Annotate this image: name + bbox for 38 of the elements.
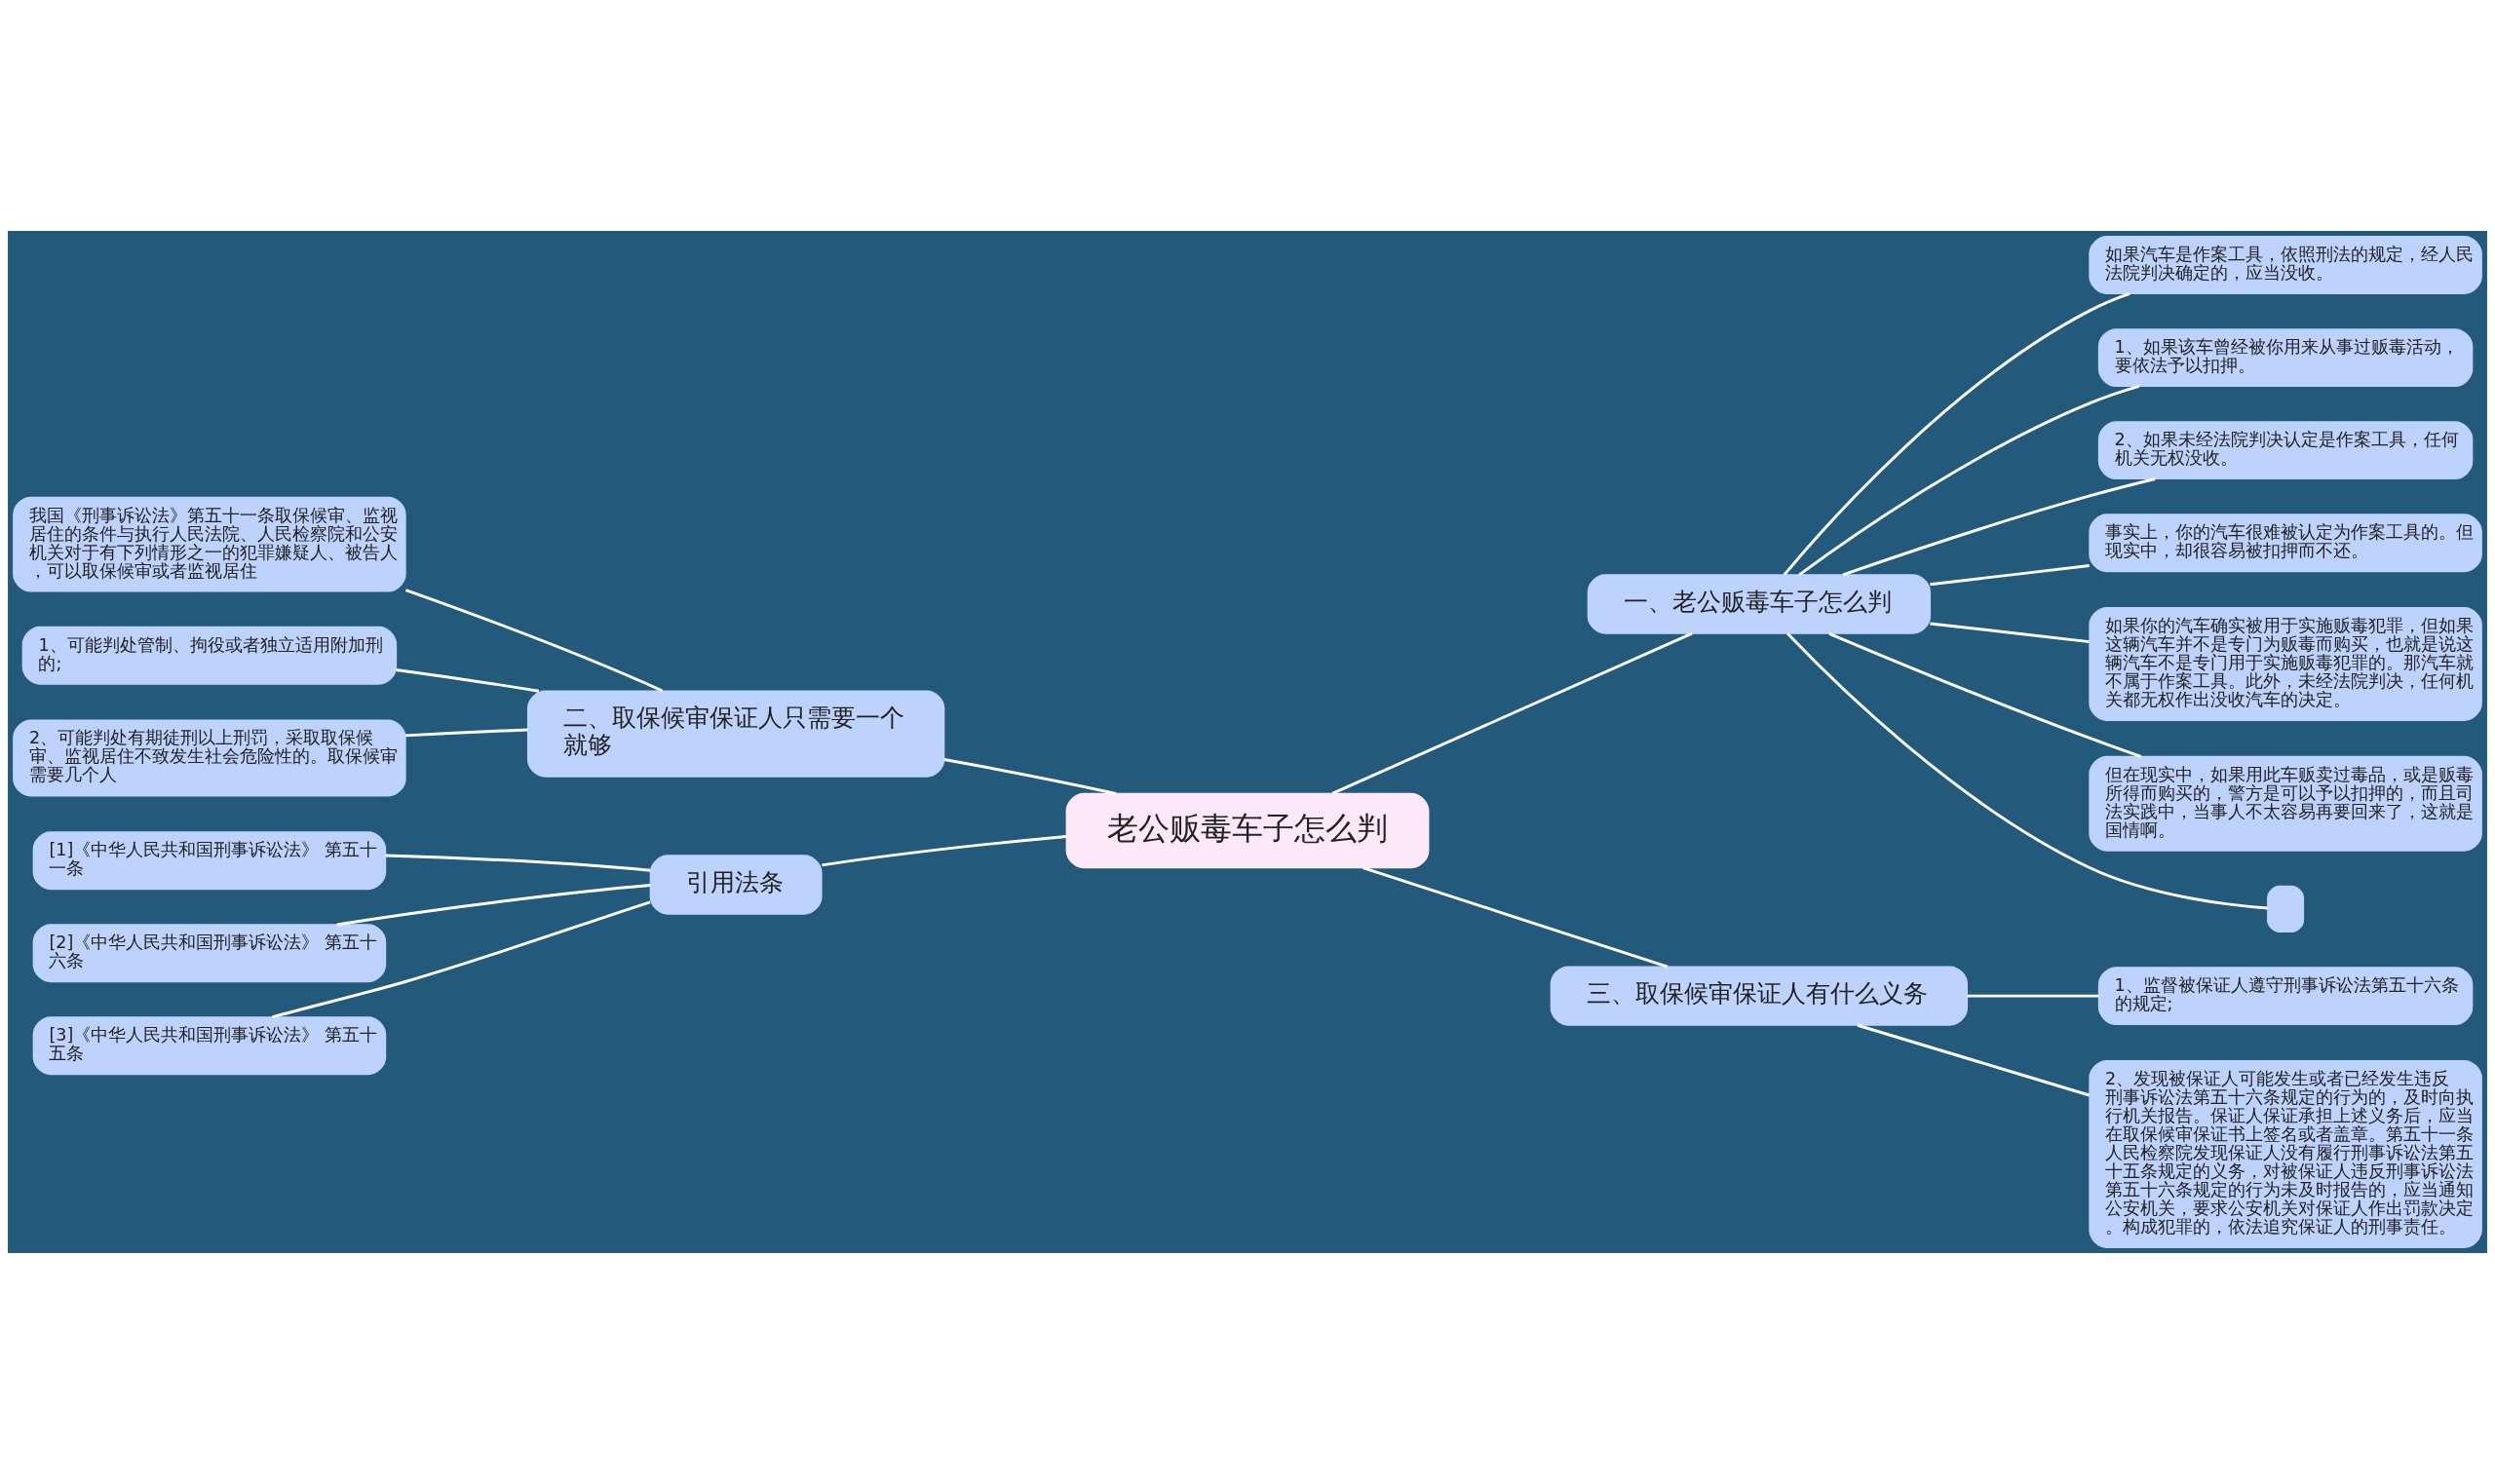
connector xyxy=(385,854,651,872)
node-box: 2、可能判处有期徒刑以上刑罚，采取取保候审、监视居住不致发生社会危险性的。取保候审需要几个人 xyxy=(13,719,406,797)
node-box: 二、取保候审保证人只需要一个就够 xyxy=(526,690,945,778)
node-box: 2、如果未经法院判决认定是作案工具，任何机关无权没收。 xyxy=(2097,421,2474,480)
connector xyxy=(404,589,664,693)
node-box: [2]《中华人民共和国刑事诉讼法》 第五十六条 xyxy=(32,924,387,983)
connector xyxy=(1331,631,1693,795)
node-box: 2、发现被保证人可能发生或者已经发生违反刑事诉讼法第五十六条规定的行为的，及时向执行机关报告。保证人保证承担上述义务后，应当在取保候审保证书上签名或者盖章。第五十一条人民检察院发现保证人没有履行刑事诉讼法第五十五条规定的义务，对被保证人违反刑事诉讼法第五十六条规定的行为未及时报告的，应当通知公安机关，要求公安机关对保证人作出罚款决定。构成犯罪的，依法追究保证人的刑事责任。 xyxy=(2089,1059,2482,1248)
connector xyxy=(1930,564,2090,587)
connector xyxy=(1363,866,1669,969)
connector xyxy=(1857,1023,2091,1097)
connector xyxy=(396,668,540,693)
node-box: 我国《刑事诉讼法》第五十一条取保候审、监视居住的条件与执行人民法院、人民检察院和公安机关对于有下列情形之一的犯罪嫌疑人、被告人，可以取保候审或者监视居住 xyxy=(13,496,406,592)
node-box: 一、老公贩毒车子怎么判 xyxy=(1587,574,1932,634)
connector xyxy=(822,835,1067,867)
node-box: 但在现实中，如果用此车贩卖过毒品，或是贩毒所得而购买的，警方是可以予以扣押的，而且司法实践中，当事人不太容易再要回来了，这就是国情啊。 xyxy=(2089,755,2482,852)
connector xyxy=(1930,622,2090,644)
connector xyxy=(943,758,1117,795)
connector xyxy=(1828,631,2142,758)
node-box: [1]《中华人民共和国刑事诉讼法》 第五十一条 xyxy=(32,831,387,891)
connector xyxy=(404,728,528,738)
node-box: 老公贩毒车子怎么判 xyxy=(1065,792,1430,869)
node-box: 1、可能判处管制、拘役或者独立适用附加刑的; xyxy=(21,626,398,685)
connector xyxy=(336,884,651,927)
node-box: 如果汽车是作案工具，依照刑法的规定，经人民法院判决确定的，应当没收。 xyxy=(2089,236,2482,295)
connector xyxy=(1967,994,2099,998)
connector xyxy=(1798,385,2140,577)
node-box: 1、如果该车曾经被你用来从事过贩毒活动，要依法予以扣押。 xyxy=(2097,328,2474,388)
connector xyxy=(1842,477,2156,577)
node-box xyxy=(2267,885,2305,933)
node-box: 三、取保候审保证人有什么义务 xyxy=(1550,966,1969,1026)
node-box: [3]《中华人民共和国刑事诉讼法》 第五十五条 xyxy=(32,1016,387,1076)
node-box: 如果你的汽车确实被用于实施贩毒犯罪，但如果这辆汽车并不是专门为贩毒而购买，也就是说这辆汽车不是专门用于实施贩毒犯罪的。那汽车就不属于作案工具。此外，未经法院判决，任何机关都无权作出没收汽车的决定。 xyxy=(2089,606,2482,721)
connector xyxy=(1786,632,2268,910)
node-box: 事实上，你的汽车很难被认定为作案工具的。但现实中，却很容易被扣押而不还。 xyxy=(2089,514,2482,573)
connector xyxy=(1783,292,2130,576)
node-box: 1、监督被保证人遵守刑事诉讼法第五十六条的规定; xyxy=(2097,967,2474,1026)
node-box: 引用法条 xyxy=(649,855,823,915)
